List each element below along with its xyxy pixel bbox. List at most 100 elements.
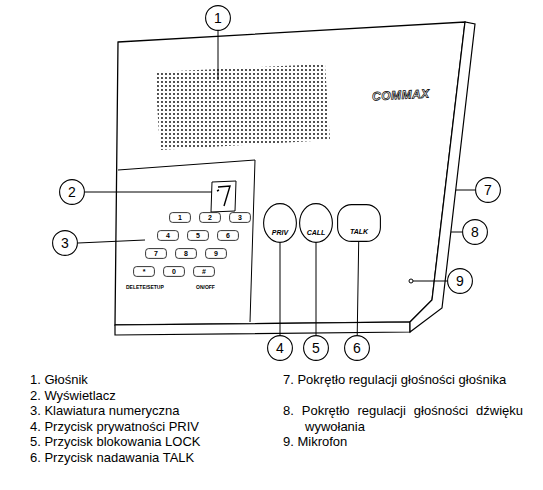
callout-number: 9: [447, 268, 473, 294]
keypad-key: 2: [199, 212, 221, 223]
key-cap: [188, 231, 209, 241]
device-side: [410, 22, 475, 332]
button-text: CALL: [307, 229, 326, 236]
key-cap: [164, 267, 185, 277]
callout-text: 1: [214, 11, 222, 25]
brand-logo: COMMAX: [372, 87, 430, 104]
callout-text: 6: [353, 341, 361, 355]
callout-number: 8: [462, 219, 488, 245]
callout-text: 4: [276, 341, 284, 355]
legend-item: 9. Mikrofon: [283, 434, 523, 450]
legend-item: 6. Przycisk nadawania TALK: [30, 450, 270, 466]
key-caption: ON/OFF: [196, 284, 215, 290]
keypad-key: 4: [157, 230, 179, 241]
keypad-key: #: [193, 266, 215, 277]
keypad-key: 8: [175, 248, 197, 259]
display-digit: [217, 186, 230, 206]
callout-number: 7: [475, 177, 501, 203]
key-cap: [194, 267, 215, 277]
key-text: #: [202, 268, 206, 275]
callout-number: 3: [52, 230, 78, 256]
callout-number: 5: [303, 335, 329, 361]
callout-text: 2: [68, 185, 76, 199]
leader-connector: [280, 243, 281, 335]
callout-circle: [268, 336, 293, 361]
key-text: 2: [208, 214, 212, 221]
keypad-key: 3: [229, 212, 251, 223]
key-text: 9: [214, 250, 218, 257]
key-cap: [218, 231, 239, 241]
keypad-key: 7: [145, 248, 167, 259]
callout-text: 7: [484, 183, 492, 197]
display-window: [211, 181, 236, 212]
device-front: [115, 322, 410, 335]
callout-circle: [448, 269, 473, 294]
callout-number: 2: [59, 179, 85, 205]
node-outline: [337, 204, 381, 242]
callout-circle: [476, 178, 501, 203]
key-cap: [134, 267, 155, 277]
callout-circle: [345, 336, 370, 361]
callout-text: 3: [61, 236, 69, 250]
callout-number: 4: [267, 335, 293, 361]
callout-number: 6: [344, 335, 370, 361]
key-cap: [176, 249, 197, 259]
key-text: 3: [238, 214, 242, 221]
key-cap: [230, 213, 251, 223]
node-outline: [299, 203, 333, 243]
key-cap: [146, 249, 167, 259]
key-text: 5: [196, 232, 200, 239]
keypad-key: *: [133, 266, 155, 277]
key-text: 1: [178, 214, 182, 221]
key-cap: [200, 213, 221, 223]
keypad-key: 0: [163, 266, 185, 277]
key-text: 0: [172, 268, 176, 275]
callout-circle: [206, 6, 231, 31]
control-button: CALL: [299, 203, 333, 243]
callout-circle: [53, 231, 78, 256]
callout-circle: [304, 336, 329, 361]
leader-line: [451, 232, 462, 233]
key-caption: DELETE/SETUP: [126, 284, 164, 290]
leader-line: [218, 31, 219, 80]
key-text: 6: [226, 232, 230, 239]
callout-circle: [463, 220, 488, 245]
keypad-key: 5: [187, 230, 209, 241]
callout-text: 8: [471, 225, 479, 239]
key-text: 8: [184, 250, 188, 257]
leader-connector: [357, 242, 358, 335]
callout-text: 5: [312, 341, 320, 355]
connector-line: [316, 243, 317, 335]
keypad-panel: [118, 160, 255, 322]
key-text: *: [143, 268, 146, 275]
leader-connector: [316, 243, 317, 335]
legend-item: 1. Głośnik: [30, 372, 270, 388]
key-text: 4: [166, 232, 170, 239]
button-text: PRIV: [272, 229, 288, 236]
button-text: TALK: [350, 228, 368, 235]
connector-line: [357, 242, 358, 335]
legend-item: 3. Klawiatura numeryczna: [30, 403, 270, 419]
callout-number: 1: [205, 5, 231, 31]
node-outline: [263, 203, 297, 243]
button-circle: [300, 204, 333, 243]
keypad-key: 1: [169, 212, 191, 223]
leader-line: [413, 281, 447, 282]
legend-item: 2. Wyświetlacz: [30, 388, 270, 404]
keypad-key: 6: [217, 230, 239, 241]
leader-line: [85, 192, 212, 193]
legend-item: 7. Pokrętło regulacji głośności głośnika: [283, 372, 523, 388]
callout-circle: [60, 180, 85, 205]
legend-item: 5. Przycisk blokowania LOCK: [30, 434, 270, 450]
leader-line: [456, 190, 475, 191]
microphone-hole: [409, 279, 413, 283]
callout-text: 9: [456, 274, 464, 288]
legend-item: 4. Przycisk prywatności PRIV: [30, 419, 270, 435]
button-circle: [264, 204, 297, 243]
key-text: 7: [154, 250, 158, 257]
key-cap: [158, 231, 179, 241]
keypad-key: 9: [205, 248, 227, 259]
connector-line: [280, 243, 281, 335]
legend-item: 8. Pokrętło regulacji głośności dźwięku …: [283, 403, 523, 434]
